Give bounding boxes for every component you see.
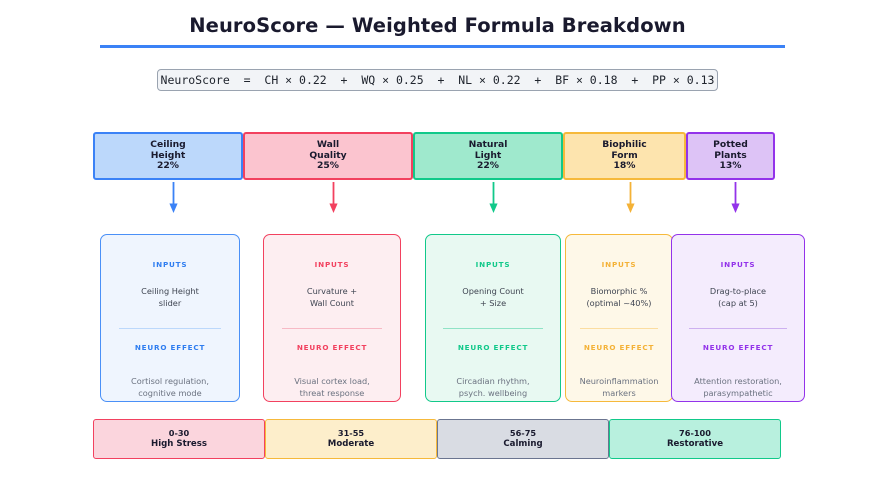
card-effect-heading: NEURO EFFECT	[702, 343, 774, 353]
card-inputs-text: Biomorphic % (optimal ~40%)	[586, 286, 652, 308]
weight-box-label: Natural	[468, 138, 508, 150]
scale-range: 56-75	[509, 428, 537, 439]
card-divider	[443, 328, 543, 330]
card-effect-heading: NEURO EFFECT	[583, 343, 655, 353]
card-inputs-text: Drag-to-place (cap at 5)	[709, 286, 767, 308]
scale-label: Moderate	[327, 438, 375, 449]
scale-range: 76-100	[679, 428, 711, 439]
card-inputs-text: Ceiling Height slider	[141, 286, 199, 308]
card-inputs-heading: INPUTS	[720, 260, 756, 269]
card-inputs-heading: INPUTS	[152, 260, 188, 269]
card-inputs-text: Opening Count + Size	[462, 286, 524, 308]
scale-label: Restorative	[666, 438, 724, 449]
weight-box-percent: 25%	[317, 160, 339, 172]
card-inputs-text: Curvature + Wall Count	[306, 286, 358, 308]
scale-range: 31-55	[337, 428, 365, 439]
formula-box: NeuroScore = CH × 0.22 + WQ × 0.25 + NL …	[157, 69, 718, 91]
arrow-down-icon	[625, 182, 636, 214]
card-effect-heading: NEURO EFFECT	[134, 343, 206, 353]
formula-text: NeuroScore = CH × 0.22 + WQ × 0.25 + NL …	[160, 73, 715, 87]
weight-box-label: Quality	[309, 149, 347, 161]
card-effect-heading: NEURO EFFECT	[296, 343, 368, 353]
card-divider	[579, 328, 659, 330]
detail-card-potted-plants[interactable]: INPUTS Drag-to-place (cap at 5) NEURO EFFE…	[671, 234, 805, 402]
card-effect-text: Attention restoration, parasympathetic	[694, 376, 782, 398]
weight-box-label: Plants	[714, 149, 747, 161]
scale-label: Calming	[503, 438, 543, 449]
weight-box-label: Light	[474, 149, 502, 161]
arrow-down-icon	[168, 182, 179, 214]
weight-box-percent: 13%	[719, 160, 742, 172]
weight-box-percent: 22%	[157, 160, 179, 172]
card-effect-text: Cortisol regulation, cognitive mode	[131, 376, 209, 398]
card-effect-heading: NEURO EFFECT	[457, 343, 529, 353]
arrow-down-icon	[730, 182, 741, 214]
title-divider-rule	[100, 45, 785, 48]
card-inputs-heading: INPUTS	[314, 260, 350, 269]
arrow-down-icon	[488, 182, 499, 214]
weight-box-label: Height	[150, 149, 186, 161]
weight-box-label: Ceiling	[150, 138, 186, 150]
arrow-down-icon	[328, 182, 339, 214]
weight-box-label: Form	[611, 149, 638, 161]
weight-box-label: Potted	[713, 138, 748, 150]
card-divider	[689, 328, 787, 330]
scale-label: High Stress	[151, 438, 207, 449]
scale-range: 0-30	[168, 428, 190, 439]
card-effect-text: Neuroinflammation markers	[579, 376, 659, 398]
page-title: NeuroScore — Weighted Formula Breakdown	[189, 14, 686, 37]
card-divider	[118, 328, 222, 330]
card-divider	[281, 328, 383, 330]
card-inputs-heading: INPUTS	[601, 260, 637, 269]
card-effect-text: Visual cortex load, threat response	[294, 376, 370, 398]
weight-box-percent: 22%	[477, 160, 499, 172]
weight-box-percent: 18%	[613, 160, 636, 172]
weight-box-label: Biophilic	[602, 138, 647, 150]
card-effect-text: Circadian rhythm, psych. wellbeing	[456, 376, 530, 398]
detail-card-biophilic-form[interactable]: INPUTS Biomorphic % (optimal ~40%) NEURO E…	[565, 234, 673, 402]
card-inputs-heading: INPUTS	[475, 260, 511, 269]
weight-box-label: Wall	[316, 138, 340, 150]
